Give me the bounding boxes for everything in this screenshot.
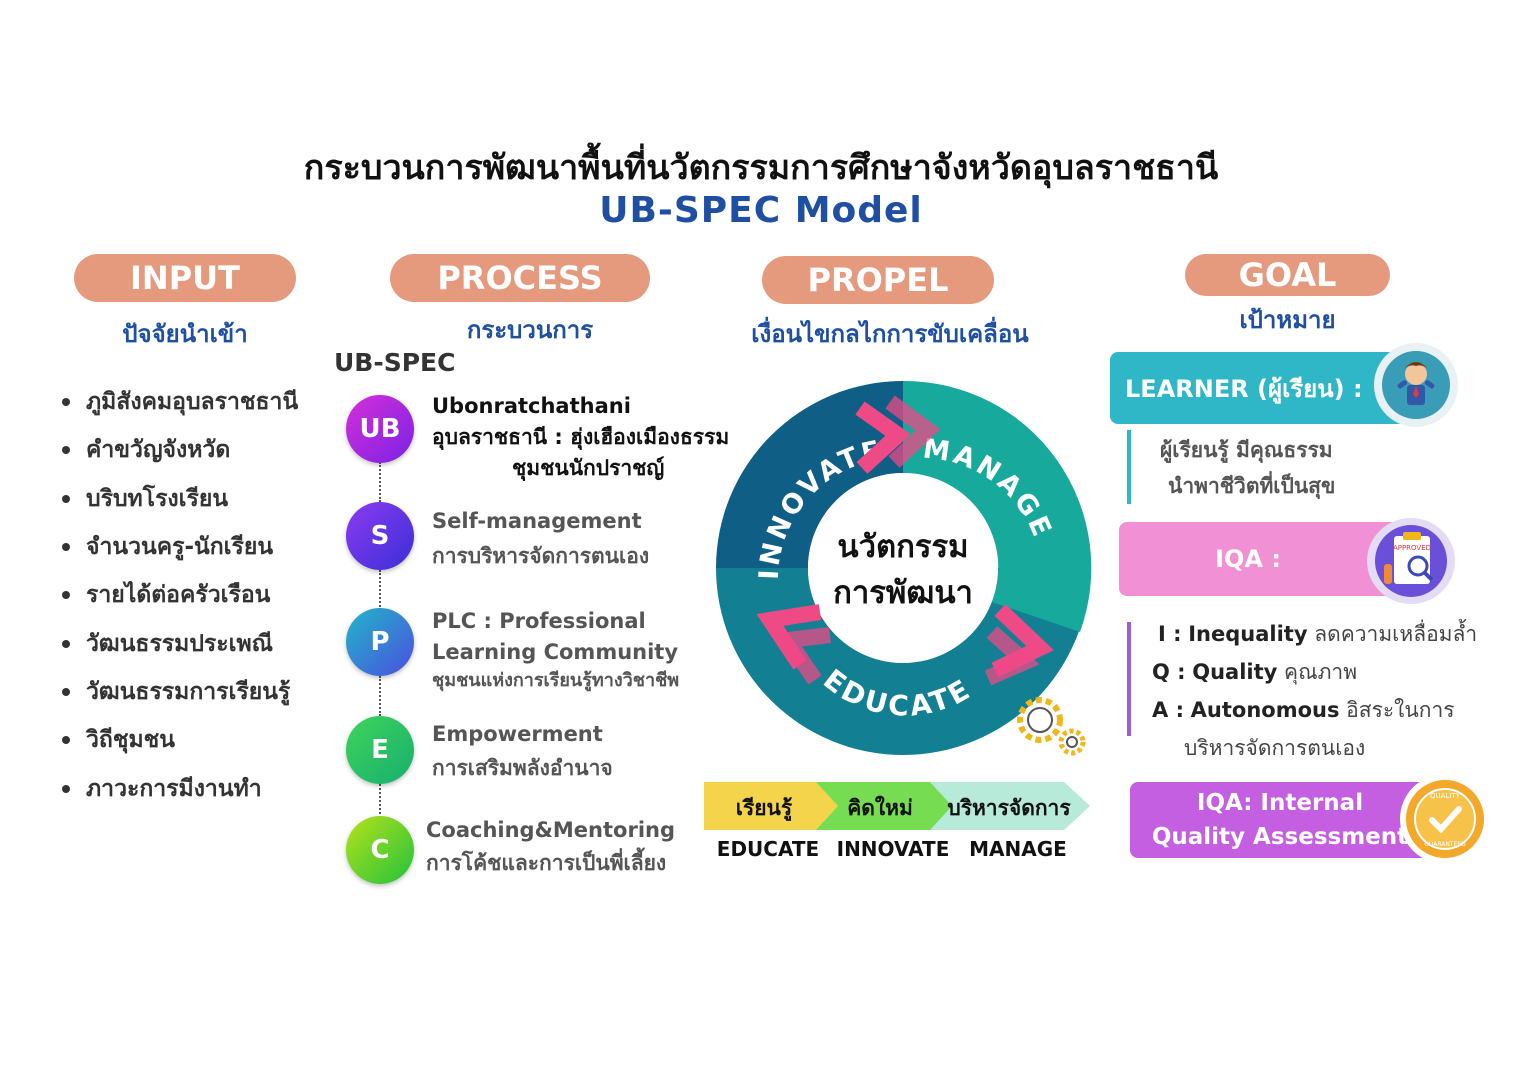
iqa-list: I : Inequality ลดความเหลื่อมล้ำ Q : Qual…: [1152, 615, 1512, 767]
step-connector: [379, 676, 381, 716]
flow-arrow-manage: [930, 782, 1090, 830]
flow-caption-educate: EDUCATE: [716, 837, 820, 861]
iqa-item-a-cont: บริหารจัดการตนเอง: [1184, 736, 1366, 760]
center-circle: [808, 473, 998, 663]
flow-arrow-educate: [704, 782, 844, 830]
manage-segment: [903, 380, 1092, 632]
step-connector: [379, 462, 381, 502]
flow-caption-manage: MANAGE: [969, 837, 1067, 861]
learner-bar: LEARNER (ผู้เรียน) :: [1110, 352, 1400, 424]
input-item: บริบทโรงเรียน: [62, 475, 342, 523]
model-subtitle: UB-SPEC Model: [599, 190, 923, 231]
chevron-down-icon: [984, 604, 1054, 686]
input-item: วัฒนธรรมประเพณี: [62, 619, 342, 667]
step-p-text: PLC : Professional Learning Community ชุ…: [432, 609, 680, 691]
input-item: คำขวัญจังหวัด: [62, 426, 342, 474]
input-item: ภูมิสังคมอุบลราชธานี: [62, 378, 342, 426]
input-item: วัฒนธรรมการเรียนรู้: [62, 668, 342, 716]
quality-badge: QUALITY GUARANTEED: [1400, 774, 1490, 864]
bullet-icon: [62, 398, 70, 407]
bullet-icon: [62, 446, 70, 455]
cycle-center-text: นวัตกรรม การพัฒนา: [833, 529, 973, 611]
bullet-icon: [62, 687, 70, 696]
flow-label-innovate: คิดใหม่: [847, 796, 913, 820]
iqa-bar: IQA :: [1119, 522, 1397, 596]
step-ub-text: Ubonratchathani อุบลราชธานี : ฮุ่งเฮืองเ…: [432, 394, 730, 480]
process-subheading: กระบวนการ: [466, 316, 594, 344]
goal-subheading: เป้าหมาย: [1239, 306, 1336, 334]
svg-text:GUARANTEED: GUARANTEED: [1424, 841, 1466, 848]
propel-subheading: เงื่อนไขกลไกการขับเคลื่อน: [751, 320, 1029, 348]
learner-description: ผู้เรียนรู้ มีคุณธรรม นำพาชีวิตที่เป็นสุ…: [1160, 438, 1336, 498]
goal-pill: GOAL: [1185, 254, 1390, 296]
step-s-text: Self-management การบริหารจัดการตนเอง: [432, 509, 650, 568]
flow-label-manage: บริหารจัดการ: [947, 796, 1071, 820]
quality-seal-icon: QUALITY GUARANTEED: [1406, 780, 1484, 858]
ub-spec-heading: UB-SPEC: [334, 348, 456, 377]
input-item: จำนวนครู-นักเรียน: [62, 523, 342, 571]
step-e-text: Empowerment การเสริมพลังอำนาจ: [432, 722, 613, 780]
flow-caption-innovate: INNOVATE: [836, 837, 950, 861]
chevron-up-icon: [756, 604, 831, 685]
bullet-icon: [62, 639, 70, 648]
step-c-text: Coaching&Mentoring การโค้ชและการเป็นพี่เ…: [426, 818, 675, 875]
step-ub-circle: UB: [346, 395, 414, 463]
process-pill: PROCESS: [390, 254, 650, 302]
page-title: กระบวนการพัฒนาพื้นที่นวัตกรรมการศึกษาจัง…: [303, 148, 1219, 188]
input-item: ภาวะการมีงานทำ: [62, 764, 342, 812]
input-list: ภูมิสังคมอุบลราชธานี คำขวัญจังหวัด บริบท…: [62, 378, 342, 813]
flow-label-educate: เรียนรู้: [735, 796, 793, 820]
iqa-item-q: Q : Quality คุณภาพ: [1152, 660, 1358, 684]
clipboard-check-icon: APPROVED: [1375, 525, 1447, 597]
innovate-segment: [716, 381, 903, 568]
learner-accent-line: [1127, 430, 1131, 504]
step-connector: [379, 784, 381, 818]
bullet-icon: [62, 736, 70, 745]
learner-avatar: [1374, 343, 1458, 427]
propel-pill: PROPEL: [762, 256, 994, 304]
input-item: วิถีชุมชน: [62, 716, 342, 764]
bullet-icon: [62, 543, 70, 552]
step-s-circle: S: [346, 502, 414, 570]
iqa-full-bar: IQA: Internal Quality Assessment: [1130, 782, 1430, 858]
iqa-item-i: I : Inequality ลดความเหลื่อมล้ำ: [1158, 622, 1478, 646]
step-c-circle: C: [346, 816, 414, 884]
svg-text:QUALITY: QUALITY: [1430, 792, 1461, 800]
gear-icon: [1017, 697, 1086, 756]
input-subheading: ปัจจัยนำเข้า: [122, 320, 248, 348]
step-p-circle: P: [346, 608, 414, 676]
iqa-item-a: A : Autonomous อิสระในการ: [1152, 698, 1455, 722]
input-item: รายได้ต่อครัวเรือน: [62, 571, 342, 619]
bullet-icon: [62, 591, 70, 600]
bullet-icon: [62, 494, 70, 503]
iqa-approved-badge: APPROVED: [1367, 518, 1455, 604]
flow-arrow-innovate: [816, 782, 958, 830]
innovation-cycle: INNOVATE MANAGE EDUCATE: [716, 380, 1092, 756]
student-icon: [1382, 351, 1450, 419]
step-e-circle: E: [346, 716, 414, 784]
iqa-accent-line: [1127, 622, 1131, 736]
chevron-right-icon: [855, 395, 941, 474]
svg-text:APPROVED: APPROVED: [1393, 544, 1431, 552]
bullet-icon: [62, 784, 70, 793]
input-pill: INPUT: [74, 254, 296, 302]
flow-arrows: [704, 782, 1090, 830]
step-connector: [379, 570, 381, 610]
